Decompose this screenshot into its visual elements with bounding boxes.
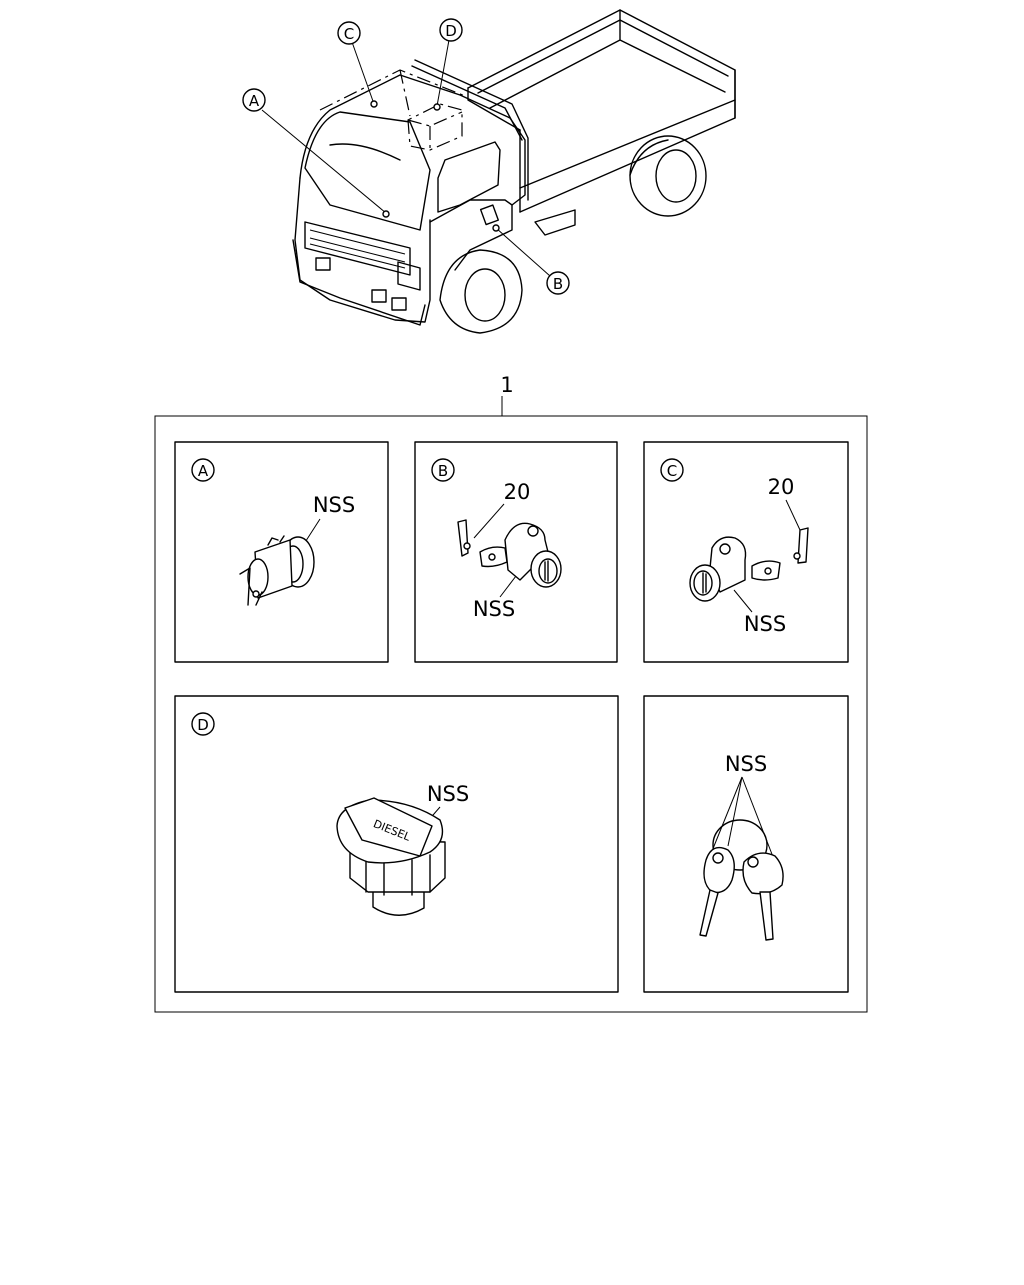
callout-b-letter: B [553, 275, 563, 293]
assembly-number: 1 [500, 373, 513, 397]
panel-keys-frame [643, 695, 849, 993]
ignition-cylinder-icon [239, 535, 315, 606]
truck-cargo-bed [467, 9, 736, 236]
panel-b-part-label: NSS [473, 597, 515, 621]
rear-lock-cylinder-icon [689, 527, 809, 602]
truck-cab [292, 59, 529, 334]
panel-d-frame [174, 695, 619, 993]
panel-a: A NSS [174, 441, 389, 663]
panel-keys-part-label: NSS [725, 752, 767, 776]
door-lock-cylinder-icon [457, 519, 562, 588]
truck-illustration: A B C D [242, 9, 736, 334]
panel-d-part-label: NSS [427, 782, 469, 806]
panel-c-frame [643, 441, 849, 663]
panel-b-part-number: 20 [504, 480, 531, 504]
fuel-cap-icon: DIESEL [336, 797, 446, 916]
callout-d: D [433, 18, 463, 111]
callout-d-letter: D [445, 22, 457, 40]
panel-d-letter: D [197, 716, 209, 734]
callout-a: A [242, 88, 390, 218]
panel-b: B 20 NSS [414, 441, 618, 663]
panel-d: D NSS DIESEL [174, 695, 619, 993]
panel-c-part-number: 20 [768, 475, 795, 499]
panel-c: C 20 NSS [643, 441, 849, 663]
panel-keys: NSS [643, 695, 849, 993]
key-ring-icon [699, 819, 784, 941]
panel-a-part-label: NSS [313, 493, 355, 517]
panel-b-frame [414, 441, 618, 663]
panel-a-letter: A [198, 462, 209, 480]
assembly-frame: 1 [154, 373, 868, 1013]
callout-b: B [492, 224, 570, 295]
panel-b-letter: B [438, 462, 448, 480]
callout-c: C [337, 21, 378, 108]
assembly-outline [154, 415, 868, 1013]
panel-a-frame [174, 441, 389, 663]
callout-a-letter: A [249, 92, 260, 110]
panel-c-letter: C [667, 462, 677, 480]
callout-c-letter: C [344, 25, 354, 43]
panel-c-part-label: NSS [744, 612, 786, 636]
